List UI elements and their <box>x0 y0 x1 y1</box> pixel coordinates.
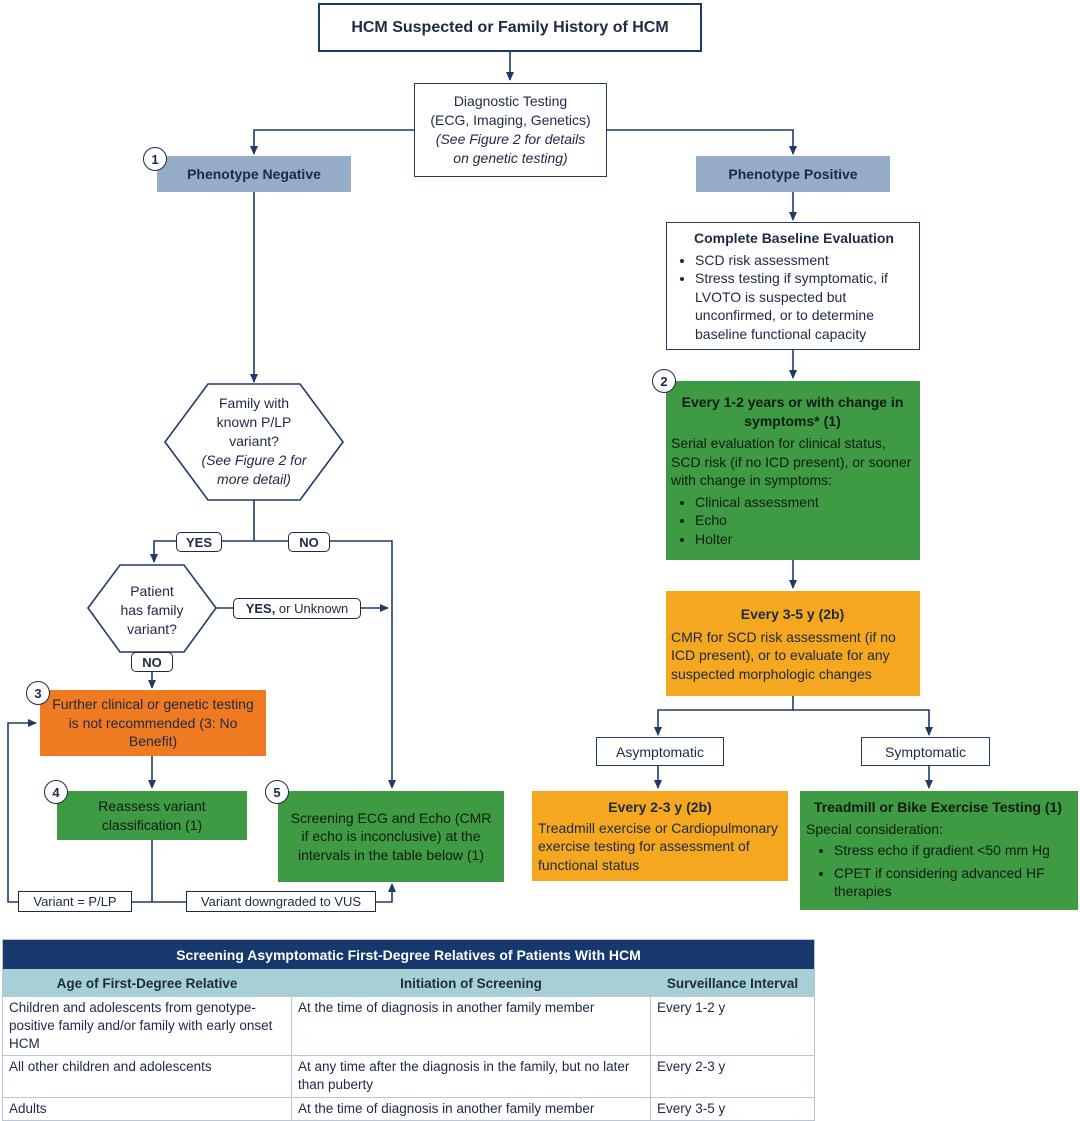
asymptomatic-box: Asymptomatic <box>596 737 724 766</box>
family-diamond-line: variant? <box>229 433 279 449</box>
treadmill-title: Treadmill or Bike Exercise Testing (1) <box>814 799 1062 815</box>
yes-or-unknown-bold: YES, <box>245 601 276 616</box>
diagnostic-note1: (See Figure 2 for details <box>435 131 586 147</box>
screening-ecg-echo-box: Screening ECG and Echo (CMR if echo is i… <box>278 791 504 882</box>
every-1-2-item: Echo <box>695 511 914 530</box>
table-cell: At the time of diagnosis in another fami… <box>291 1097 651 1121</box>
treadmill-item: Stress echo if gradient <50 mm Hg <box>834 841 1070 860</box>
every-1-2-title: Every 1-2 years or with change in sympto… <box>681 394 904 429</box>
reassess-variant-text: Reassess variant classification (1) <box>98 798 206 833</box>
patient-diamond-line: has family <box>120 602 184 618</box>
table-title: Screening Asymptomatic First-Degree Rela… <box>2 939 815 970</box>
phenotype-negative-box: Phenotype Negative <box>157 156 351 192</box>
table-header-initiation: Initiation of Screening <box>291 969 651 997</box>
patient-variant-diamond <box>87 564 217 653</box>
treadmill-item: CPET if considering advanced HF therapie… <box>834 864 1070 901</box>
family-diamond-line: Family with <box>218 395 289 411</box>
treadmill-testing-box: Treadmill or Bike Exercise Testing (1) S… <box>800 791 1078 910</box>
every-2-3-text: Treadmill exercise or Cardiopulmonary ex… <box>538 819 778 873</box>
step-badge-5: 5 <box>265 780 289 804</box>
table-row: All other children and adolescents At an… <box>2 1055 815 1098</box>
table-cell: All other children and adolescents <box>2 1055 292 1098</box>
every-3-5-years-box: Every 3-5 y (2b) CMR for SCD risk assess… <box>666 591 920 696</box>
phenotype-positive-label: Phenotype Positive <box>728 166 858 182</box>
every-3-5-text: CMR for SCD risk assessment (if no ICD p… <box>671 628 896 682</box>
page-title: HCM Suspected or Family History of HCM <box>351 18 669 36</box>
diagnostic-line1: Diagnostic Testing <box>453 93 568 109</box>
table-cell: Adults <box>2 1097 292 1121</box>
step-badge-2: 2 <box>652 369 676 393</box>
step-badge-3: 3 <box>26 681 50 705</box>
family-diamond-line: known P/LP <box>216 414 292 430</box>
table-cell: At any time after the diagnosis in the f… <box>291 1055 651 1098</box>
baseline-item: SCD risk assessment <box>695 251 911 270</box>
patient-diamond-line: Patient <box>130 583 174 599</box>
table-row: Children and adolescents from genotype-p… <box>2 996 815 1056</box>
further-testing-box: Further clinical or genetic testing is n… <box>40 690 266 756</box>
family-diamond-note: (See Figure 2 for <box>201 452 307 468</box>
screening-table: Screening Asymptomatic First-Degree Rela… <box>2 939 815 1121</box>
table-header-interval: Surveillance Interval <box>650 969 815 997</box>
further-testing-text: Further clinical or genetic testing is n… <box>52 696 254 750</box>
table-cell: At the time of diagnosis in another fami… <box>291 996 651 1056</box>
treadmill-text: Special consideration: <box>806 820 943 837</box>
screening-ecg-echo-text: Screening ECG and Echo (CMR if echo is i… <box>290 809 492 863</box>
yes-tag: YES <box>176 532 222 552</box>
every-2-3-title: Every 2-3 y (2b) <box>608 799 712 815</box>
step-badge-4: 4 <box>44 780 68 804</box>
symptomatic-box: Symptomatic <box>861 737 990 766</box>
table-cell: Every 3-5 y <box>650 1097 815 1121</box>
variant-vus-tag: Variant downgraded to VUS <box>186 891 376 912</box>
variant-plp-tag: Variant = P/LP <box>18 891 132 912</box>
asymptomatic-label: Asymptomatic <box>616 743 704 760</box>
patient-diamond-line: variant? <box>127 621 177 637</box>
every-1-2-text: Serial evaluation for clinical status, S… <box>671 435 912 488</box>
every-2-3-years-box: Every 2-3 y (2b) Treadmill exercise or C… <box>532 791 788 881</box>
table-cell: Every 1-2 y <box>650 996 815 1056</box>
baseline-title: Complete Baseline Evaluation <box>694 230 894 246</box>
yes-or-unknown-rest: or Unknown <box>275 601 349 616</box>
phenotype-negative-label: Phenotype Negative <box>187 166 321 182</box>
family-diamond-text: Family with known P/LP variant? (See Fig… <box>176 394 332 489</box>
table-cell: Every 2-3 y <box>650 1055 815 1098</box>
title-box: HCM Suspected or Family History of HCM <box>318 3 702 52</box>
step-badge-1: 1 <box>143 147 167 171</box>
no-tag-2: NO <box>131 652 173 672</box>
reassess-variant-box: Reassess variant classification (1) <box>57 791 247 840</box>
yes-or-unknown-tag: YES, or Unknown <box>233 598 361 619</box>
table-header-age: Age of First-Degree Relative <box>2 969 292 997</box>
patient-diamond-text: Patient has family variant? <box>98 582 206 639</box>
every-1-2-years-box: Every 1-2 years or with change in sympto… <box>666 381 920 560</box>
family-variant-diamond <box>164 383 344 501</box>
diagnostic-note2: on genetic testing) <box>453 150 568 166</box>
every-3-5-title: Every 3-5 y (2b) <box>740 606 845 622</box>
diagnostic-line2: (ECG, Imaging, Genetics) <box>430 112 591 128</box>
baseline-evaluation-box: Complete Baseline Evaluation SCD risk as… <box>666 222 920 350</box>
no-tag: NO <box>288 532 330 552</box>
every-1-2-item: Clinical assessment <box>695 493 914 512</box>
diagnostic-testing-box: Diagnostic Testing (ECG, Imaging, Geneti… <box>414 83 607 177</box>
table-row: Adults At the time of diagnosis in anoth… <box>2 1097 815 1121</box>
baseline-item: Stress testing if symptomatic, if LVOTO … <box>695 269 911 343</box>
family-diamond-note: more detail) <box>217 471 291 487</box>
table-cell: Children and adolescents from genotype-p… <box>2 996 292 1056</box>
phenotype-positive-box: Phenotype Positive <box>696 156 890 192</box>
symptomatic-label: Symptomatic <box>885 743 966 760</box>
every-1-2-item: Holter <box>695 530 914 549</box>
